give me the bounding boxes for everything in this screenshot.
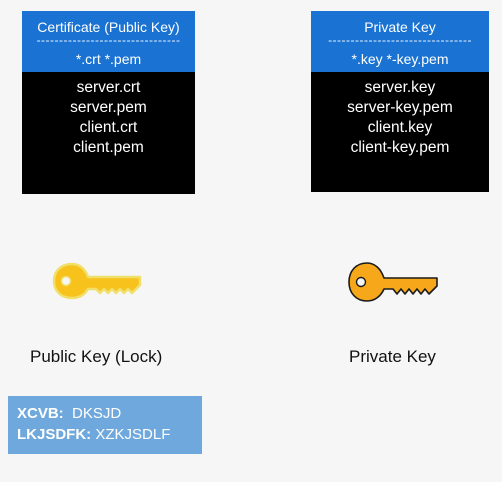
private-file-item: client.key	[367, 119, 433, 136]
private-key-extensions: *.key *-key.pem	[351, 51, 449, 67]
public-key-caption: Public Key (Lock)	[30, 347, 163, 366]
encrypted-row-label: XCVB:	[17, 405, 64, 422]
public-certificate-file-list: server.crt server.pem client.crt client.…	[22, 72, 195, 158]
encrypted-row: XCVB: DKSJD	[17, 404, 121, 423]
public-file-item: client.pem	[73, 139, 144, 156]
private-file-item: client-key.pem	[350, 139, 450, 156]
public-certificate-header: Certificate (Public Key) ---------------…	[22, 11, 195, 72]
private-key-file-list: server.key server-key.pem client.key cli…	[311, 72, 489, 158]
private-key-card: Private Key ----------------------------…	[311, 11, 489, 192]
private-key-caption: Private Key	[349, 347, 436, 366]
public-certificate-extensions: *.crt *.pem	[75, 51, 142, 67]
encrypted-row-value: DKSJD	[72, 405, 122, 422]
public-file-item: server.crt	[76, 79, 141, 96]
public-certificate-title: Certificate (Public Key)	[37, 19, 180, 35]
private-file-item: server.key	[364, 79, 436, 96]
key-icon	[348, 262, 438, 302]
private-key-header: Private Key ----------------------------…	[311, 11, 489, 72]
public-certificate-divider: --------------------------------	[36, 35, 181, 45]
encrypted-row-value: XZKJSDLF	[95, 426, 171, 443]
encrypted-row-label: LKJSDFK:	[17, 426, 92, 443]
public-file-item: client.crt	[79, 119, 138, 136]
encrypted-row: LKJSDFK: XZKJSDLF	[17, 425, 170, 444]
encrypted-data-box: XCVB: DKSJD LKJSDFK: XZKJSDLF	[8, 396, 202, 454]
private-key-title: Private Key	[364, 19, 436, 35]
public-file-item: server.pem	[70, 99, 147, 116]
private-key-divider: --------------------------------	[328, 35, 472, 45]
public-certificate-card: Certificate (Public Key) ---------------…	[22, 11, 195, 194]
key-icon	[52, 262, 142, 300]
private-file-item: server-key.pem	[347, 99, 453, 116]
